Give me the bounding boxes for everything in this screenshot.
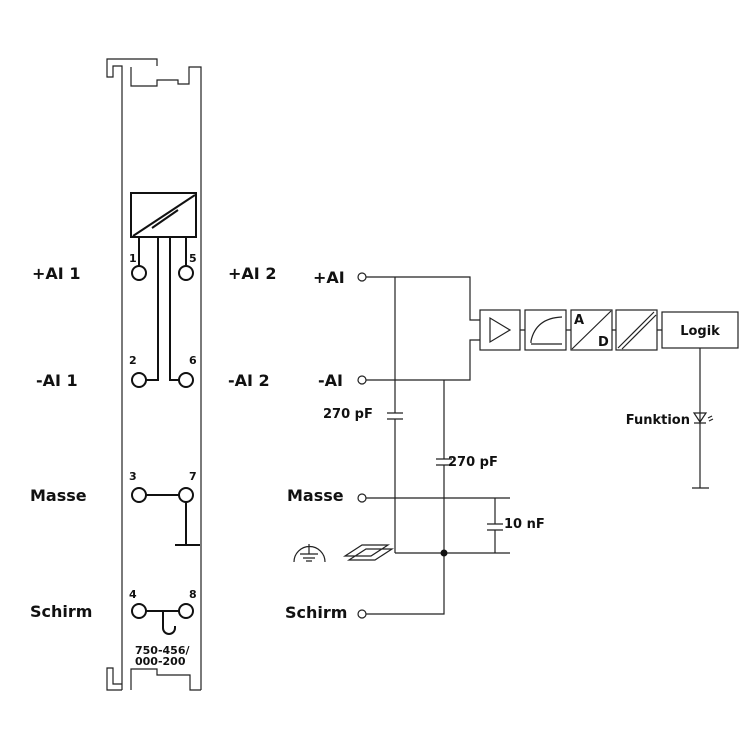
adc-block: A D: [570, 309, 613, 351]
capacitor-2: [436, 458, 452, 466]
label-plus-ai1: +AI 1: [32, 264, 80, 283]
circuit-schematic: +AI -AI Masse Schirm 270 pF 270 pF 10 nF: [285, 268, 739, 622]
capacitor-1: [387, 412, 403, 420]
adc-d: D: [598, 335, 609, 350]
terminal-number: 3: [129, 470, 137, 483]
isolation-block-2: [615, 309, 658, 351]
terminal-6[interactable]: [178, 372, 194, 388]
part-number: 000-200: [135, 655, 186, 668]
terminal-4[interactable]: [131, 603, 147, 619]
amplifier-block: [479, 309, 521, 351]
cap2-label: 270 pF: [448, 455, 498, 470]
terminal-number: 1: [129, 252, 137, 265]
cap3-label: 10 nF: [504, 517, 545, 532]
terminals: [131, 265, 194, 619]
input-node: [357, 493, 367, 503]
part-number: 750-456/: [135, 644, 190, 657]
terminal-5[interactable]: [178, 265, 194, 281]
isolation-block: [130, 192, 197, 238]
input-node: [357, 609, 367, 619]
label-masse: Masse: [30, 486, 87, 505]
terminal-number: 8: [189, 588, 197, 601]
cap1-label: 270 pF: [323, 407, 373, 422]
label-minus-ai1: -AI 1: [36, 371, 78, 390]
input-minus-ai: -AI: [318, 371, 343, 390]
label-minus-ai2: -AI 2: [228, 371, 270, 390]
input-plus-ai: +AI: [313, 268, 345, 287]
terminal-number: 6: [189, 354, 197, 367]
module-housing: [106, 58, 202, 691]
module-wiring: [138, 237, 200, 635]
terminal-2[interactable]: [131, 372, 147, 388]
label-schirm: Schirm: [30, 602, 92, 621]
input-node: [357, 272, 367, 282]
earth-icon: [293, 544, 326, 563]
junction-dot: [440, 549, 448, 557]
led-label: Funktion: [626, 413, 690, 428]
logic-label: Logik: [680, 324, 720, 339]
filter-block: [524, 309, 567, 351]
input-node: [357, 375, 367, 385]
input-masse: Masse: [287, 486, 344, 505]
terminal-7[interactable]: [178, 487, 194, 503]
terminal-number: 2: [129, 354, 137, 367]
terminal-8[interactable]: [178, 603, 194, 619]
capacitor-3: [487, 498, 503, 553]
label-plus-ai2: +AI 2: [228, 264, 276, 283]
led-icon: [692, 412, 714, 424]
input-schirm: Schirm: [285, 603, 347, 622]
adc-a: A: [574, 313, 584, 328]
terminal-number: 4: [129, 588, 137, 601]
terminal-number: 7: [189, 470, 197, 483]
terminal-3[interactable]: [131, 487, 147, 503]
din-rail-icon: [342, 544, 395, 561]
terminal-1[interactable]: [131, 265, 147, 281]
logic-block: Logik: [661, 311, 739, 349]
terminal-number: 5: [189, 252, 197, 265]
